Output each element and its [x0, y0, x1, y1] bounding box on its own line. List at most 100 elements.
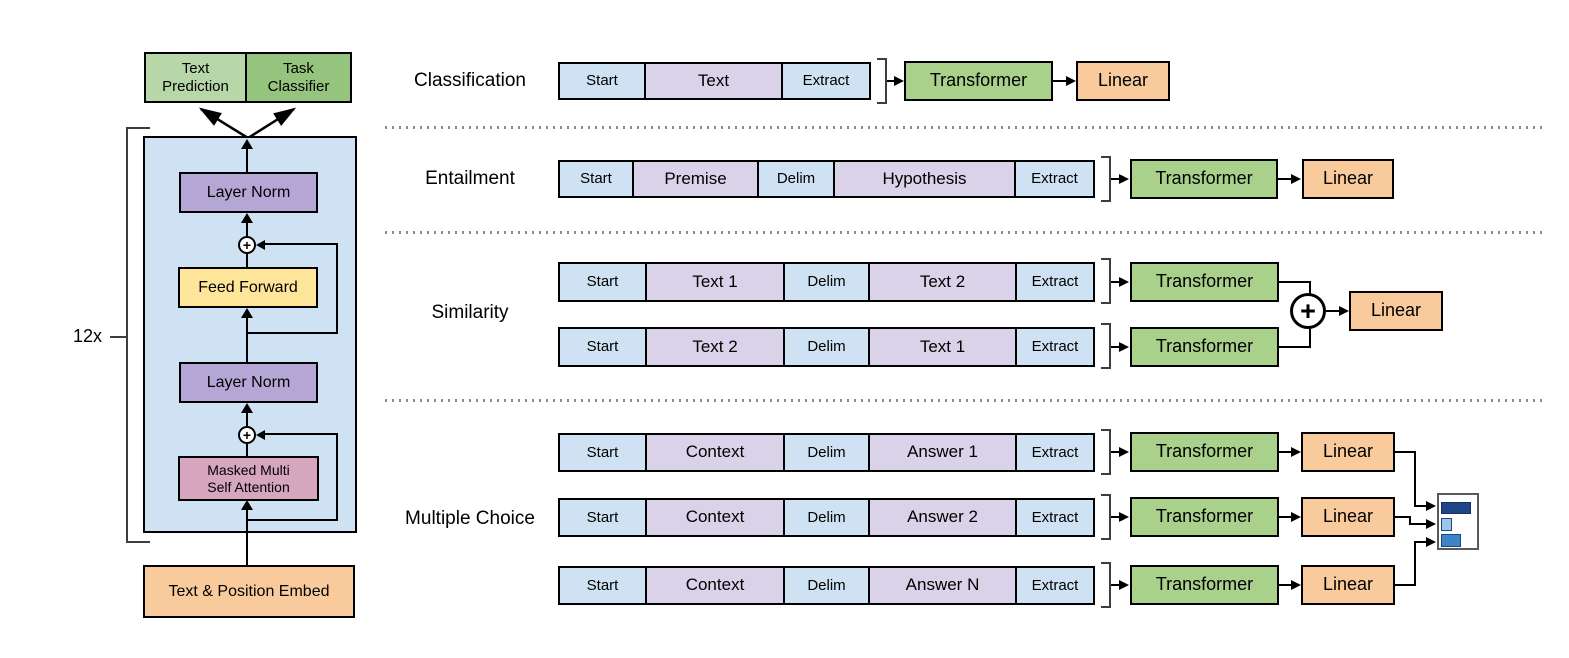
- segment-delim: Delim: [783, 433, 870, 472]
- connector: [1279, 584, 1292, 586]
- similarity-label: Similarity: [431, 302, 509, 323]
- connector: [1395, 516, 1411, 518]
- embed-box: Text & Position Embed: [143, 565, 355, 618]
- connector: [1279, 346, 1311, 348]
- connector: [264, 433, 338, 435]
- connector: [1395, 584, 1416, 586]
- arrowhead: [1119, 512, 1129, 522]
- connector: [1111, 584, 1120, 586]
- masked-attention-line1: Masked Multi: [207, 461, 290, 478]
- segment-delim: Delim: [783, 566, 870, 605]
- connector: [246, 412, 248, 426]
- segment-extract: Extract: [1014, 160, 1095, 198]
- arrowhead: [241, 500, 253, 510]
- connector: [1278, 178, 1292, 180]
- segment-text1: Text 1: [868, 327, 1017, 367]
- connector: [1279, 516, 1292, 518]
- connector: [246, 149, 248, 172]
- output-arrows: [198, 107, 297, 140]
- segment-start: Start: [558, 498, 647, 537]
- arrowhead: [1291, 174, 1301, 184]
- arrowhead: [1066, 76, 1076, 86]
- row-bracket: [1101, 429, 1111, 475]
- segment-text1: Text 1: [645, 262, 785, 302]
- multiple-choice-label: Multiple Choice: [405, 508, 535, 529]
- connector: [246, 317, 248, 362]
- connector: [1111, 346, 1120, 348]
- segment-text2: Text 2: [645, 327, 785, 367]
- entailment-label: Entailment: [425, 168, 515, 189]
- section-divider: [385, 126, 1545, 129]
- connector: [1309, 329, 1311, 348]
- score-bar-1: [1441, 502, 1471, 514]
- transformer-box: Transformer: [1130, 497, 1279, 537]
- connector: [1279, 451, 1292, 453]
- classification-label: Classification: [414, 70, 526, 91]
- arrowhead: [1119, 447, 1129, 457]
- task-classifier-line2: Classifier: [267, 77, 330, 95]
- transformer-box: Transformer: [1130, 432, 1279, 472]
- arrowhead: [1119, 174, 1129, 184]
- linear-box: Linear: [1301, 497, 1395, 537]
- segment-hypothesis: Hypothesis: [833, 160, 1016, 198]
- segment-extract: Extract: [1015, 566, 1095, 605]
- connector: [248, 332, 338, 334]
- row-bracket: [877, 58, 887, 104]
- section-divider: [385, 399, 1545, 402]
- segment-start: Start: [558, 327, 647, 367]
- arrowhead: [241, 213, 253, 223]
- connector: [1111, 451, 1120, 453]
- arrowhead: [241, 139, 253, 149]
- arrowhead: [1291, 580, 1301, 590]
- transformer-box: Transformer: [1130, 262, 1279, 302]
- arrowhead: [1426, 537, 1436, 547]
- transformer-box: Transformer: [1130, 565, 1279, 605]
- arrowhead: [241, 308, 253, 318]
- transformer-box: Transformer: [904, 61, 1053, 101]
- transformer-box: Transformer: [1130, 159, 1278, 199]
- arrowhead: [256, 430, 265, 440]
- segment-extract: Extract: [1015, 327, 1095, 367]
- sum-icon: +: [1290, 293, 1326, 329]
- arrowhead: [1291, 447, 1301, 457]
- score-bar-3: [1441, 534, 1461, 547]
- linear-box: Linear: [1349, 291, 1443, 331]
- connector: [1409, 516, 1411, 525]
- linear-box: Linear: [1301, 432, 1395, 472]
- segment-start: Start: [558, 566, 647, 605]
- text-prediction-line1: Text: [181, 59, 210, 77]
- arrowhead: [1291, 512, 1301, 522]
- connector: [336, 243, 338, 334]
- segment-extract: Extract: [1015, 262, 1095, 302]
- segment-extract: Extract: [781, 62, 871, 100]
- linear-box: Linear: [1301, 565, 1395, 605]
- connector: [248, 519, 338, 521]
- segment-answer1: Answer 1: [868, 433, 1017, 472]
- layer-norm-top-box: Layer Norm: [179, 172, 318, 213]
- segment-delim: Delim: [757, 160, 835, 198]
- row-bracket: [1101, 562, 1111, 608]
- segment-start: Start: [558, 262, 647, 302]
- connector: [1309, 281, 1311, 295]
- arrowhead: [1119, 277, 1129, 287]
- residual-add-icon: +: [238, 236, 256, 254]
- segment-text: Text: [644, 62, 783, 100]
- residual-add-icon: +: [238, 426, 256, 444]
- arrowhead: [241, 403, 253, 413]
- linear-box: Linear: [1302, 159, 1394, 199]
- segment-context: Context: [645, 433, 785, 472]
- linear-box: Linear: [1076, 61, 1170, 101]
- row-bracket: [1101, 494, 1111, 540]
- arrowhead: [1426, 501, 1436, 511]
- connector: [1395, 451, 1416, 453]
- segment-answerN: Answer N: [868, 566, 1017, 605]
- segment-delim: Delim: [783, 327, 870, 367]
- segment-start: Start: [558, 433, 647, 472]
- connector: [1409, 523, 1427, 525]
- connector: [1053, 80, 1067, 82]
- segment-delim: Delim: [783, 262, 870, 302]
- segment-start: Start: [558, 62, 646, 100]
- segment-start: Start: [558, 160, 634, 198]
